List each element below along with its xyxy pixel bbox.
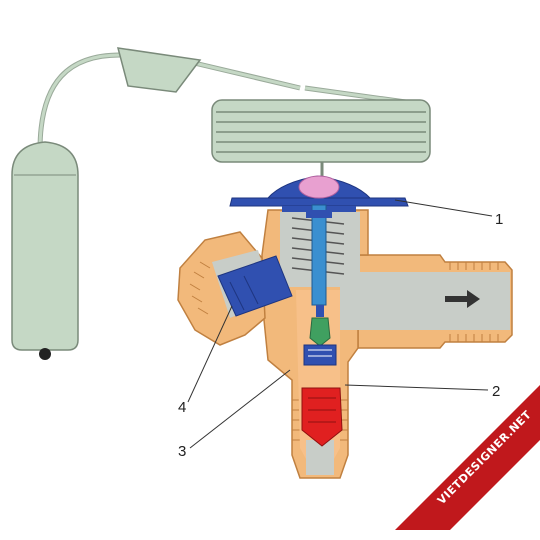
callout-2: 2 <box>492 383 500 400</box>
callout-1: 1 <box>495 211 503 228</box>
capillary-coil <box>211 99 431 178</box>
callout-3: 3 <box>178 443 186 460</box>
watermark-ribbon: VIETDESIGNER.NET <box>395 385 540 530</box>
tube-clamp <box>116 47 202 93</box>
capillary-tube <box>37 52 421 151</box>
leader-lines <box>187 199 493 449</box>
callout-4: 4 <box>178 399 186 416</box>
inlet-strainer <box>301 387 343 447</box>
valve-stem <box>303 204 337 366</box>
adjusting-screw <box>217 255 293 317</box>
sensing-bulb <box>11 141 79 360</box>
flow-arrow <box>445 290 480 308</box>
